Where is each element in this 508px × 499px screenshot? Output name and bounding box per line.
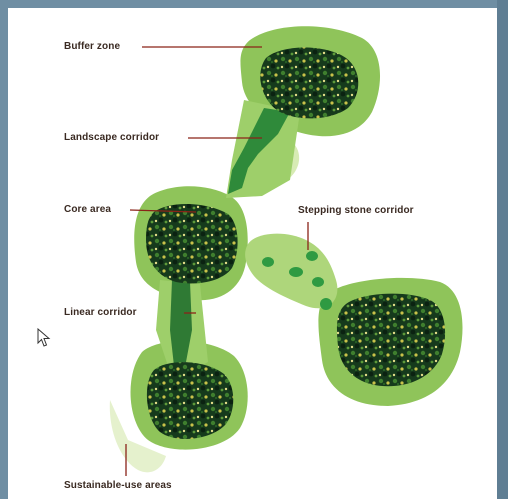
core-area-right bbox=[337, 294, 445, 387]
core-area-middle bbox=[146, 204, 238, 284]
label-sustainable-use-areas: Sustainable-use areas bbox=[64, 480, 172, 491]
stepping-stone-4 bbox=[312, 277, 324, 287]
core-area-bottom bbox=[147, 362, 233, 439]
stepping-stone-2 bbox=[289, 267, 303, 277]
label-buffer-zone: Buffer zone bbox=[64, 41, 120, 52]
label-core-area: Core area bbox=[64, 204, 111, 215]
mouse-pointer-icon bbox=[37, 328, 51, 348]
label-stepping-stone-corridor: Stepping stone corridor bbox=[298, 205, 414, 216]
label-landscape-corridor: Landscape corridor bbox=[64, 132, 159, 143]
stepping-stone-5 bbox=[320, 298, 332, 310]
label-linear-corridor: Linear corridor bbox=[64, 307, 137, 318]
stepping-stone-3 bbox=[306, 251, 318, 261]
core-area-top bbox=[260, 48, 358, 119]
stepping-stone-1 bbox=[262, 257, 274, 267]
